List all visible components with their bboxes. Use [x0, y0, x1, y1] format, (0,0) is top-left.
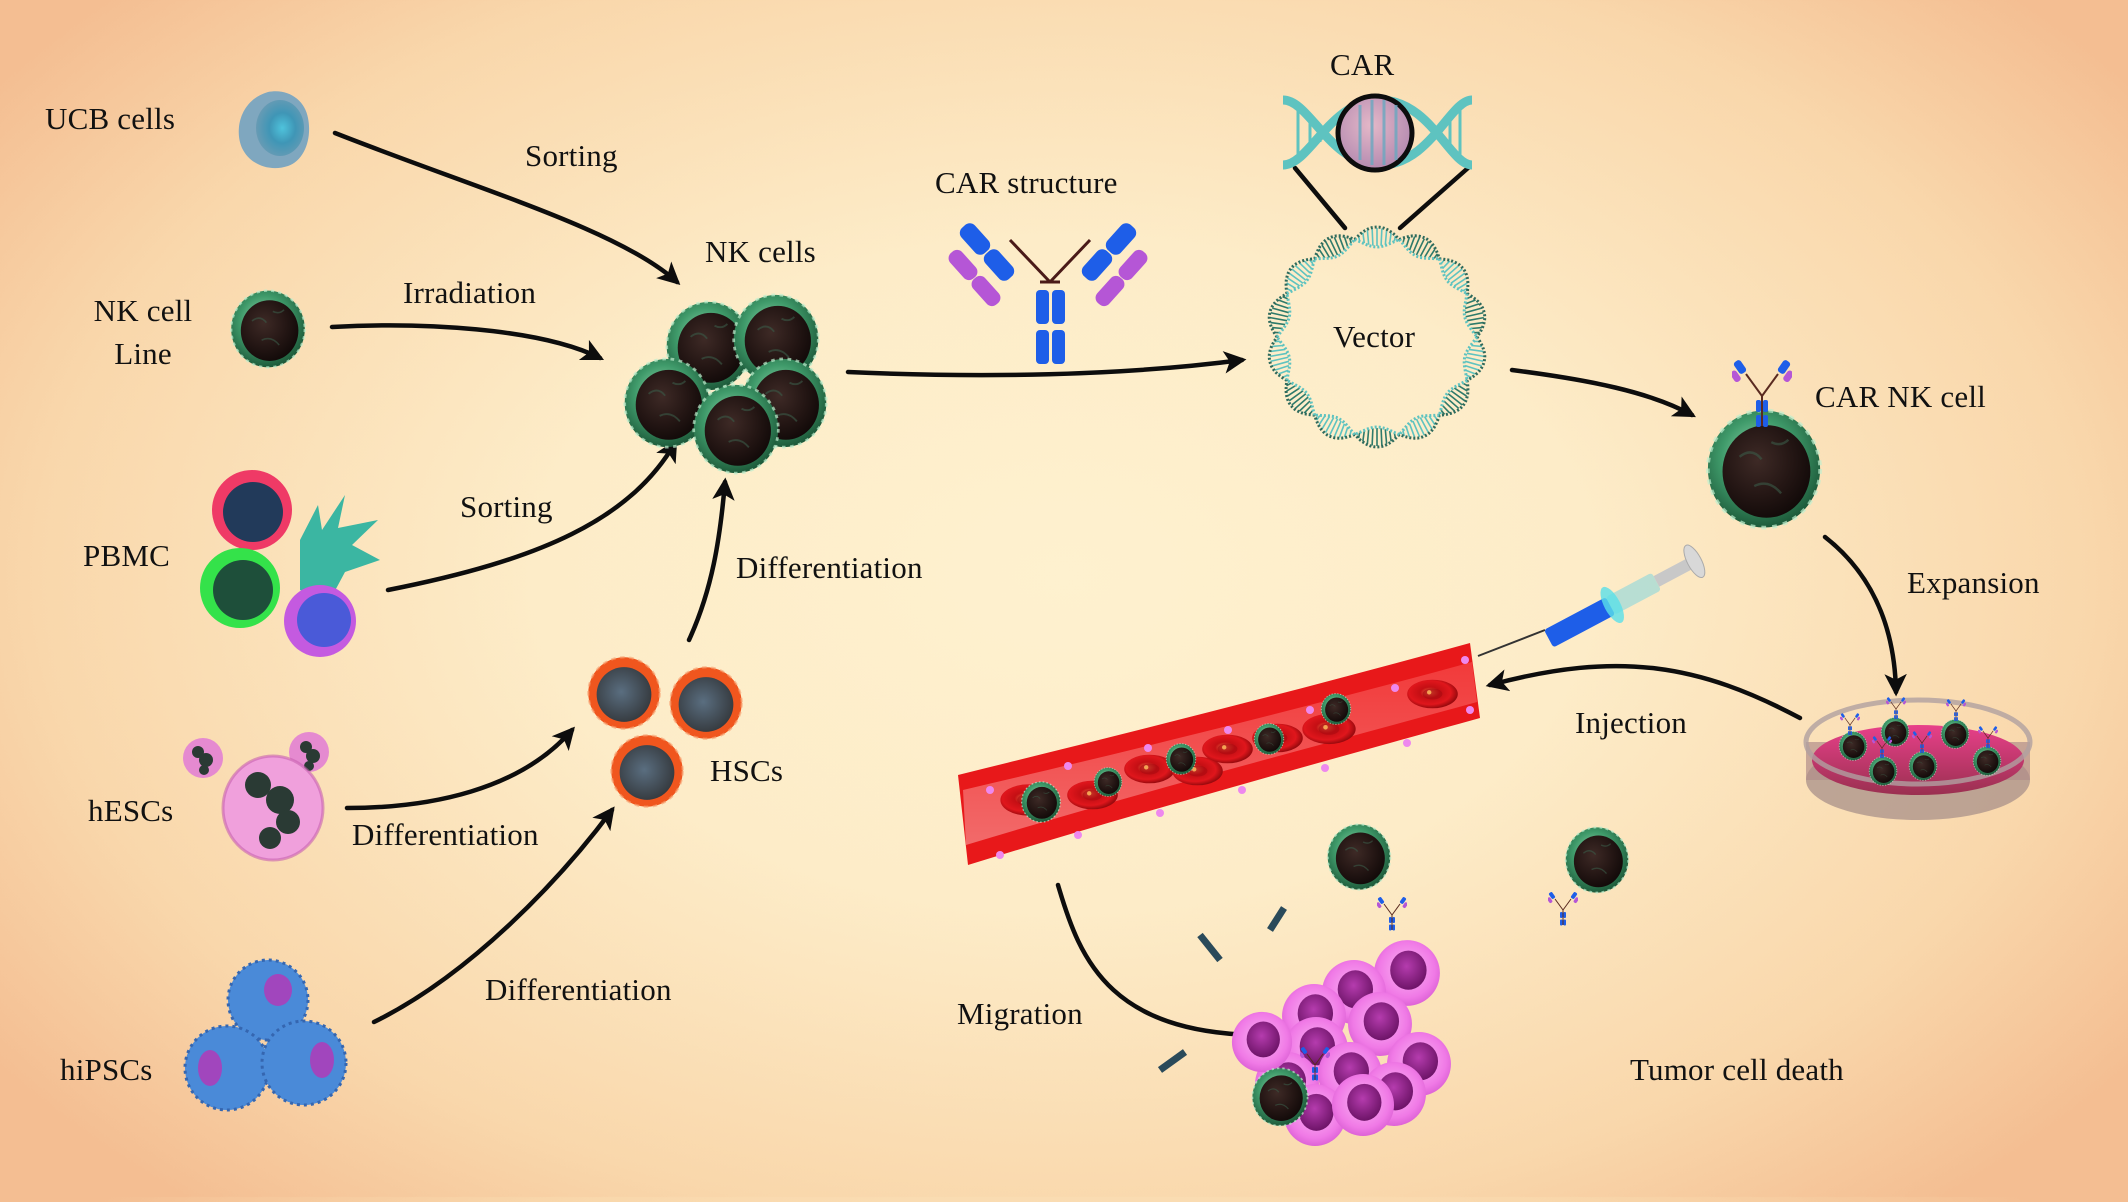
endothelial-dot [1306, 706, 1314, 714]
label-step-sorting-pbmc: Sorting [460, 491, 553, 522]
arrow-vessel-to-tumor [1058, 885, 1280, 1035]
plasmid-segment [1286, 380, 1315, 415]
label-nk-cells: NK cells [705, 236, 816, 267]
endothelial-dot [996, 851, 1004, 859]
label-step-differentiation-hipsc: Differentiation [485, 974, 672, 1005]
endothelial-dot [1064, 762, 1072, 770]
car-nk-cell-icon [1708, 359, 1820, 528]
label-car-structure: CAR structure [935, 167, 1118, 198]
endothelial-dot [1144, 744, 1152, 752]
nk-cells-cluster-icon [625, 295, 827, 473]
hescs-icon [183, 732, 329, 860]
label-nk-cell-line-2: Line [78, 338, 208, 369]
label-car: CAR [1330, 49, 1394, 80]
ucb-cell-icon [239, 91, 309, 168]
plasmid-segment [1464, 294, 1485, 337]
syringe-icon [1478, 540, 1710, 656]
label-step-sorting-ucb: Sorting [525, 140, 618, 171]
arrow-ucb-to-nk [335, 133, 677, 282]
arrow-hesc-to-hsc [347, 730, 572, 808]
plasmid-segment [1286, 259, 1315, 294]
endothelial-dot [1238, 786, 1246, 794]
endothelial-dot [1156, 809, 1164, 817]
tumor-cluster-icon [1160, 824, 1628, 1146]
endothelial-dot [1461, 656, 1469, 664]
plasmid-segment [1464, 337, 1485, 380]
label-step-differentiation-hesc: Differentiation [352, 819, 539, 850]
endothelial-dot [1391, 684, 1399, 692]
pbmc-cluster-icon [200, 470, 380, 657]
label-tumor-cell-death: Tumor cell death [1630, 1054, 1844, 1085]
nk-cell-line-icon [231, 291, 305, 368]
label-step-differentiation-hsc: Differentiation [736, 552, 923, 583]
label-hscs: HSCs [710, 755, 783, 786]
arrow-carnk-to-dish [1825, 537, 1896, 692]
blood-vessel-icon [958, 643, 1480, 865]
label-step-expansion: Expansion [1907, 567, 2040, 598]
endothelial-dot [1403, 739, 1411, 747]
label-step-injection: Injection [1575, 707, 1687, 738]
arrow-hsc-to-nk [689, 482, 725, 640]
car-insert-line-right [1400, 168, 1468, 228]
plasmid-segment [1269, 337, 1290, 380]
car-structure-icon [946, 220, 1151, 364]
car-insert-line-left [1295, 168, 1345, 228]
plasmid-segment [1315, 236, 1355, 259]
plasmid-segment [1269, 294, 1290, 337]
culture-dish-icon [1806, 697, 2030, 820]
plasmid-segment [1315, 415, 1355, 438]
plasmid-segment [1355, 227, 1400, 247]
plasmid-segment [1439, 259, 1468, 294]
plasmid-segment [1399, 415, 1439, 438]
arrow-vector-to-carnk [1512, 370, 1692, 415]
label-pbmc: PBMC [83, 540, 170, 571]
label-step-migration: Migration [957, 998, 1083, 1029]
plasmid-segment [1355, 427, 1400, 447]
label-nk-cell-line-1: NK cell [78, 295, 208, 326]
label-car-nk-cell: CAR NK cell [1815, 381, 1986, 412]
label-hipscs: hiPSCs [60, 1054, 153, 1085]
car-gene-dna-icon [1283, 96, 1472, 170]
endothelial-dot [1321, 764, 1329, 772]
endothelial-dot [1466, 706, 1474, 714]
hipscs-icon [185, 960, 346, 1110]
arrow-nkline-to-nk [332, 325, 600, 358]
endothelial-dot [1224, 726, 1232, 734]
label-step-irradiation: Irradiation [403, 277, 536, 308]
plasmid-segment [1439, 380, 1468, 415]
label-vector: Vector [1333, 321, 1415, 352]
endothelial-dot [986, 786, 994, 794]
endothelial-dot [1074, 831, 1082, 839]
label-ucb-cells: UCB cells [45, 103, 175, 134]
plasmid-segment [1399, 236, 1439, 259]
label-hescs: hESCs [88, 795, 173, 826]
